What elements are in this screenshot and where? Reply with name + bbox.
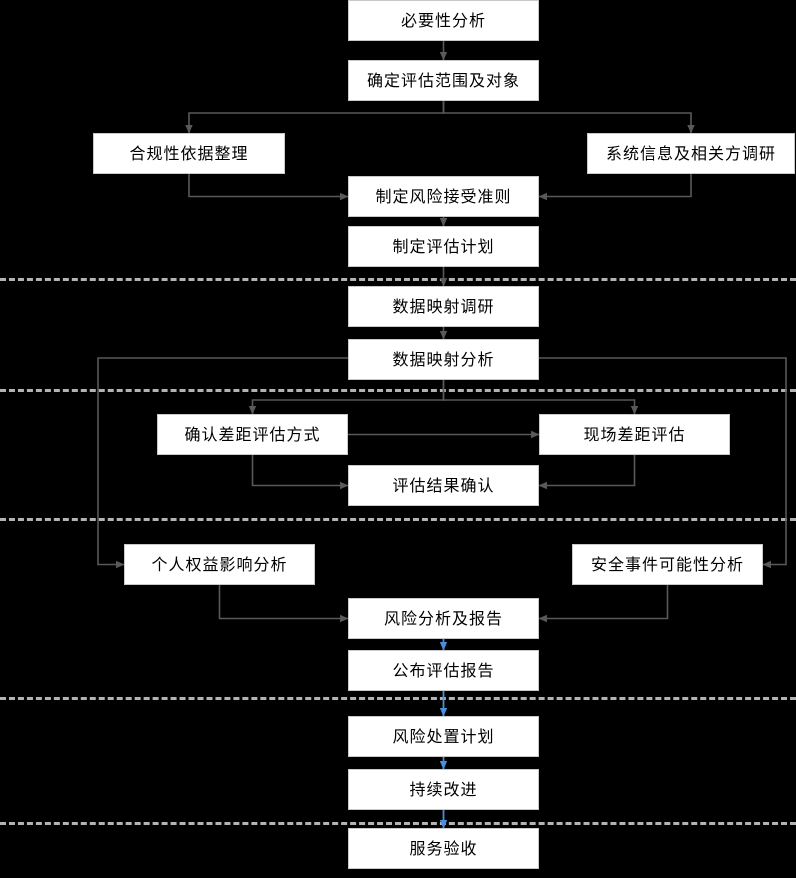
node-system-info-and-stakeholder-research[interactable]: 系统信息及相关方调研	[587, 133, 795, 174]
connector-c16	[218, 585, 349, 623]
phase-divider-3	[0, 518, 796, 521]
connector-c14	[251, 455, 349, 490]
node-confirm-assessment-results[interactable]: 评估结果确认	[348, 465, 539, 506]
connector-c17	[538, 585, 669, 623]
node-label: 风险处置计划	[392, 726, 495, 746]
phase-divider-2	[0, 389, 796, 392]
node-label: 确认差距评估方式	[184, 424, 321, 444]
node-publish-assessment-report[interactable]: 公布评估报告	[348, 650, 539, 691]
node-label: 合规性依据整理	[129, 143, 249, 163]
node-label: 风险分析及报告	[383, 608, 503, 628]
node-label: 必要性分析	[400, 10, 486, 30]
node-label: 公布评估报告	[392, 660, 495, 680]
node-data-mapping-analysis[interactable]: 数据映射分析	[348, 339, 539, 380]
node-personal-rights-impact-analysis[interactable]: 个人权益影响分析	[124, 544, 315, 585]
node-compliance-basis-sorting[interactable]: 合规性依据整理	[93, 133, 285, 174]
node-risk-treatment-plan[interactable]: 风险处置计划	[348, 716, 539, 757]
node-confirm-gap-assessment-method[interactable]: 确认差距评估方式	[157, 414, 348, 455]
node-label: 服务验收	[409, 838, 478, 858]
connector-c10	[442, 380, 639, 415]
node-label: 系统信息及相关方调研	[605, 143, 776, 163]
node-label: 安全事件可能性分析	[590, 554, 744, 574]
connector-c2	[185, 101, 445, 134]
node-assessment-plan[interactable]: 制定评估计划	[348, 226, 539, 267]
node-define-scope-and-target[interactable]: 确定评估范围及对象	[348, 60, 539, 101]
node-label: 数据映射分析	[392, 349, 495, 369]
node-service-acceptance[interactable]: 服务验收	[348, 828, 539, 869]
phase-divider-1	[0, 278, 796, 281]
phase-divider-5	[0, 822, 796, 825]
node-label: 制定评估计划	[392, 236, 495, 256]
node-label: 评估结果确认	[392, 475, 495, 495]
node-label: 个人权益影响分析	[151, 554, 288, 574]
node-risk-analysis-and-report[interactable]: 风险分析及报告	[348, 598, 539, 639]
connector-c11	[97, 357, 348, 569]
connector-c4	[188, 174, 349, 201]
connector-c3	[442, 101, 695, 134]
connector-c12	[539, 357, 787, 569]
node-label: 持续改进	[409, 779, 478, 799]
node-onsite-gap-assessment[interactable]: 现场差距评估	[539, 414, 730, 455]
node-label: 现场差距评估	[583, 424, 686, 444]
node-label: 数据映射调研	[392, 296, 495, 316]
node-continuous-improvement[interactable]: 持续改进	[348, 769, 539, 810]
node-security-incident-likelihood-analysis[interactable]: 安全事件可能性分析	[572, 544, 763, 585]
phase-divider-4	[0, 697, 796, 700]
node-label: 制定风险接受准则	[375, 186, 512, 206]
connector-c9	[248, 380, 445, 415]
connector-c15	[538, 455, 636, 490]
node-risk-acceptance-criteria[interactable]: 制定风险接受准则	[348, 176, 539, 217]
connector-c5	[538, 174, 692, 201]
node-necessity-analysis[interactable]: 必要性分析	[348, 0, 539, 41]
node-label: 确定评估范围及对象	[366, 70, 520, 90]
node-data-mapping-research[interactable]: 数据映射调研	[348, 286, 539, 327]
